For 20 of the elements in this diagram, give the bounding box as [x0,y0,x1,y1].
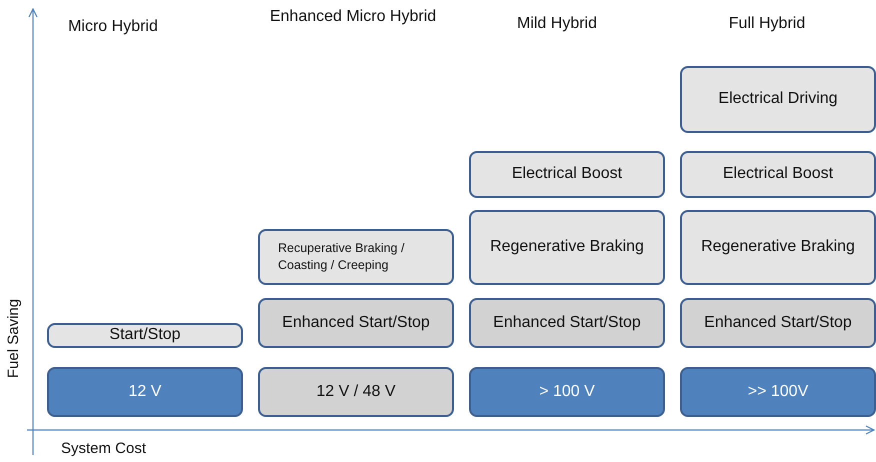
feature-box: Regenerative Braking [469,210,665,285]
feature-box: Enhanced Start/Stop [680,298,876,348]
column-heading: Mild Hybrid [516,14,598,34]
feature-box: Electrical Driving [680,66,876,133]
feature-box: Electrical Boost [680,151,876,198]
feature-box: Recuperative Braking / Coasting / Creeping [258,229,454,285]
axis-label: System Cost [61,440,146,457]
feature-box: Electrical Boost [469,151,665,198]
feature-box: Enhanced Start/Stop [258,298,454,348]
feature-box: >> 100V [680,367,876,417]
column-heading: Micro Hybrid [67,17,159,37]
feature-box: Enhanced Start/Stop [469,298,665,348]
feature-box: Start/Stop [47,323,243,348]
column-heading: Full Hybrid [728,14,806,34]
axis-label: Fuel Saving [5,298,22,378]
feature-box: 12 V / 48 V [258,367,454,417]
feature-box: > 100 V [469,367,665,417]
feature-box: Regenerative Braking [680,210,876,285]
column-heading: Enhanced Micro Hybrid [268,7,438,27]
feature-box: 12 V [47,367,243,417]
